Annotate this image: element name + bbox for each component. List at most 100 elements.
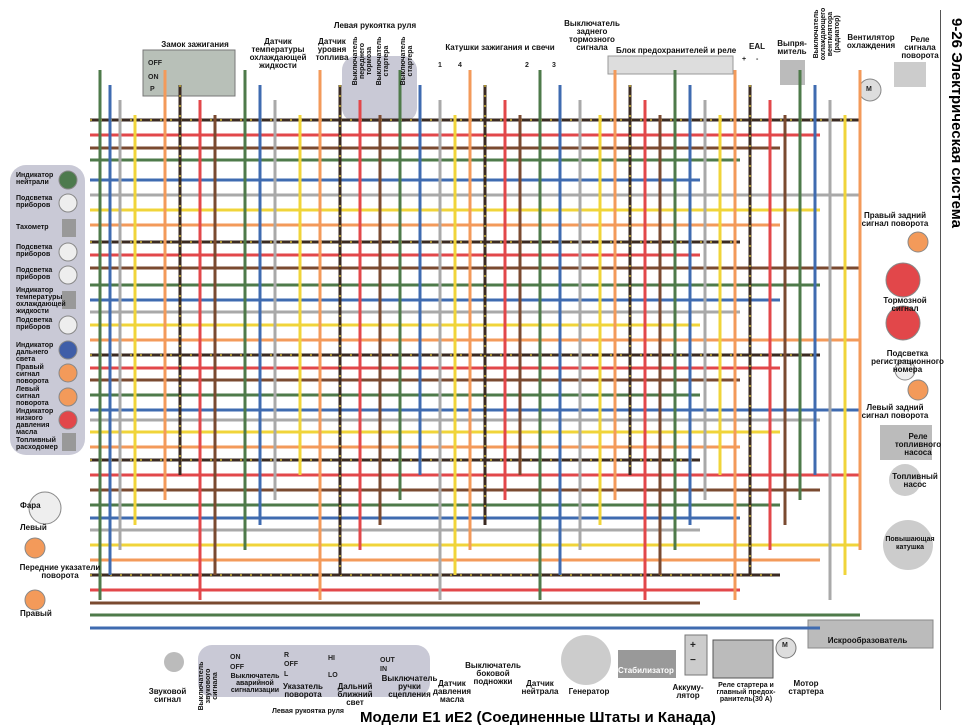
generator: [561, 635, 611, 685]
eal-plus: +: [742, 56, 747, 63]
fuse-box-label: Блок предохранителей и реле: [616, 46, 737, 55]
generator-label: Генератор: [568, 687, 610, 696]
brake-bulb-upper: [885, 262, 921, 298]
oil-pressure-sensor-label: Датчик давления масла: [432, 679, 472, 704]
starter-relay: [712, 639, 774, 679]
instrument-label: Индикатор температуры охлаждающей жидкос…: [16, 287, 66, 315]
fan-motor-icon: M: [866, 86, 872, 93]
instrument-panel: [10, 165, 85, 455]
instrument-gauge: [62, 433, 76, 451]
instrument-gauge: [62, 219, 76, 237]
diagram-caption: Модели E1 иE2 (Соединенные Штаты и Канад…: [360, 709, 716, 726]
turn-relay-label: Реле сигнала поворота: [901, 35, 939, 60]
instrument-bulb: [58, 410, 78, 430]
regulator-label: Стабилизатор: [618, 666, 674, 675]
starter-motor: [775, 637, 797, 659]
horn-switch-label: Выключатель звукового сигнала: [198, 661, 219, 711]
hazard-switch-label: Выключатель аварийной сигнализации: [230, 673, 280, 694]
hazard-off: OFF: [230, 664, 244, 671]
instrument-label: Индикатор дальнего света: [16, 342, 54, 363]
left-rear-turn-bulb: [907, 379, 929, 401]
instrument-bulb: [58, 170, 78, 190]
starter-switch-label-2: Выключатель стартера: [400, 36, 414, 86]
starter-motor-icon: M: [782, 642, 788, 649]
clutch-out: OUT: [380, 657, 395, 664]
license-bulb: [894, 359, 916, 381]
side-stand-switch-label: Выключатель боковой подножки: [465, 661, 521, 686]
igniter-label: Искрообразователь: [827, 636, 908, 645]
turn-indicator-label: Указатель поворота: [283, 682, 323, 699]
hazard-on: ON: [230, 654, 241, 661]
fuse-box: [607, 55, 734, 75]
fuel-pump-relay-label: Реле топливного насоса: [894, 432, 942, 457]
instrument-gauge: [62, 291, 76, 309]
ignition-switch: [142, 49, 236, 97]
front-left-bulb: [24, 537, 46, 559]
rear-brake-switch-label: Выключатель заднего тормозного сигнала: [564, 19, 620, 52]
front-brake-switch-label: Выключатель переднего тормоза: [352, 36, 373, 86]
front-left-label: Левый: [20, 523, 47, 532]
clutch-switch-label: Выключатель ручки сцепления: [381, 674, 438, 699]
turn-relay: [894, 62, 926, 87]
coil-number-2: 2: [525, 62, 529, 69]
battery-minus: −: [690, 655, 696, 666]
instrument-label: Подсветка приборов: [16, 267, 53, 281]
turn-r: R: [284, 652, 290, 659]
brake-bulb-lower: [885, 305, 921, 341]
battery-plus: +: [690, 640, 696, 651]
page-title: 9-26 Электрическая система: [948, 18, 965, 228]
starter-motor-label: Мотор стартера: [788, 679, 824, 696]
instrument-label: Левый сигнал поворота: [16, 386, 49, 407]
ignition-coils-label: Катушки зажигания и свечи: [445, 43, 555, 52]
instrument-bulb: [58, 340, 78, 360]
ignition-switch-label: Замок зажигания: [161, 40, 229, 49]
instrument-bulb: [58, 193, 78, 213]
fuel-pump-relay: [880, 425, 932, 460]
fuel-pump: [889, 464, 921, 496]
dimmer-lo: LO: [328, 672, 338, 679]
instrument-label: Тахометр: [16, 224, 49, 231]
battery-label: Аккуму- лятор: [672, 683, 704, 700]
instrument-label: Индикатор низкого давления масла: [16, 408, 54, 436]
horn-label: Звуковой сигнал: [148, 687, 187, 704]
left-handlebar-top-label: Левая рукоятка руля: [333, 21, 417, 30]
brake-light-label: Тормозной сигнал: [883, 296, 927, 313]
headlight-bulb: [28, 491, 62, 525]
license-light-label: Подсветка регистрационного номера: [871, 349, 944, 374]
eal-label: EAL: [749, 42, 765, 51]
turn-off: OFF: [284, 661, 298, 668]
front-right-bulb: [24, 589, 46, 611]
step-up-coil: [883, 520, 933, 570]
horn: [164, 652, 184, 672]
dimmer-label: Дальний ближний свет: [337, 682, 373, 707]
front-turn-signals-label: Передние указатели поворота: [19, 563, 101, 580]
instrument-bulb: [58, 242, 78, 262]
instrument-bulb: [58, 363, 78, 383]
cooling-fan-label: Вентилятор охлаждения: [846, 33, 896, 50]
page-border: [940, 10, 941, 710]
fuel-level-sensor-label: Датчик уровня топлива: [315, 37, 349, 62]
eal-minus: -: [756, 56, 759, 63]
igniter: [807, 619, 934, 649]
coil-number-1: 1: [438, 62, 442, 69]
neutral-sensor-label: Датчик нейтрала: [521, 679, 559, 696]
battery: [684, 634, 708, 676]
coolant-temp-sensor-label: Датчик температуры охлаждающей жидкости: [249, 37, 307, 70]
left-rear-turn-label: Левый задний сигнал поворота: [861, 403, 929, 420]
instrument-label: Индикатор нейтрали: [16, 172, 54, 186]
right-rear-turn-label: Правый задний сигнал поворота: [861, 211, 929, 228]
ignition-p: P: [150, 86, 155, 93]
instrument-bulb: [58, 387, 78, 407]
rectifier-label: Выпря- митель: [777, 39, 807, 56]
instrument-label: Топливный расходомер: [16, 437, 58, 451]
ignition-off: OFF: [148, 60, 162, 67]
instrument-label: Подсветка приборов: [16, 195, 53, 209]
step-up-coil-label: Повышающая катушка: [885, 536, 935, 551]
coil-number-3: 3: [552, 62, 556, 69]
regulator: [618, 650, 676, 678]
instrument-label: Правый сигнал поворота: [16, 364, 49, 385]
instrument-label: Подсветка приборов: [16, 317, 53, 331]
left-handlebar-bottom-label: Левая рукоятка руля: [272, 708, 344, 715]
starter-relay-label: Реле стартера и главный предох- ранитель…: [716, 682, 776, 703]
